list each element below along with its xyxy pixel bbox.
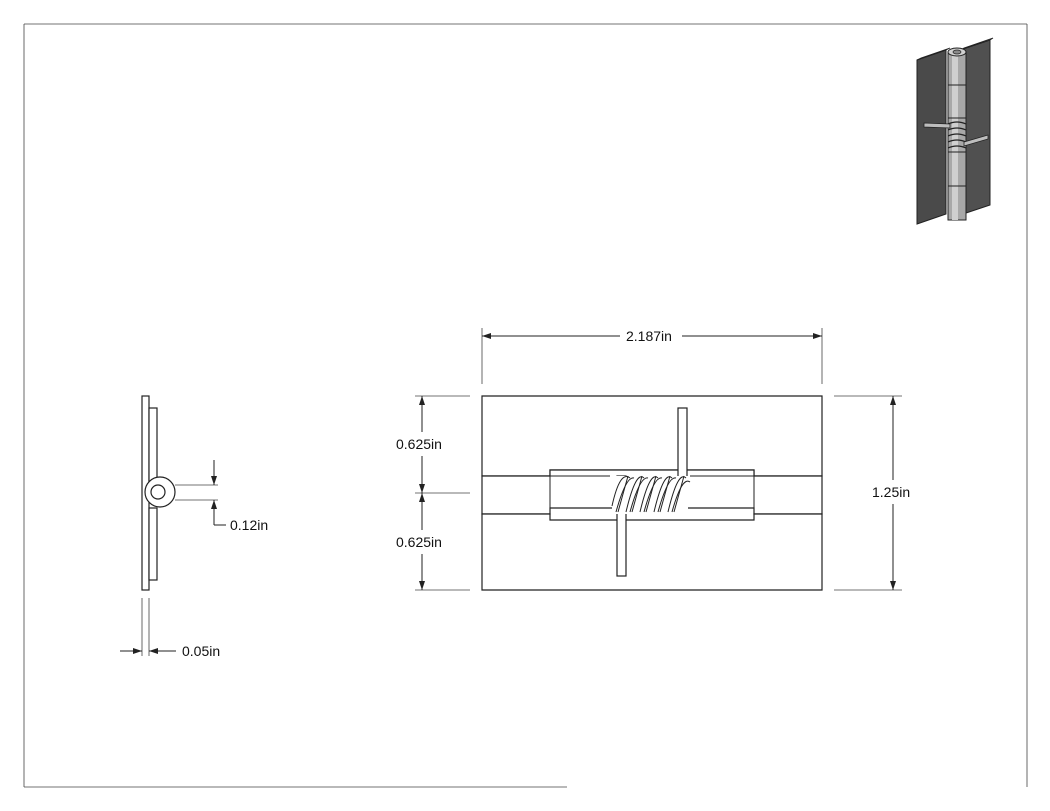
dim-lower-leaf: 0.625in xyxy=(396,534,442,550)
front-upper-leaf xyxy=(481,395,823,477)
front-lower-leaf xyxy=(481,513,823,591)
dim-upper-leaf: 0.625in xyxy=(396,436,442,452)
iso-spring xyxy=(947,121,967,149)
side-leaf-inner-top xyxy=(148,407,158,483)
side-knuckle-pin xyxy=(150,484,166,500)
iso-spring-arm-right xyxy=(963,134,989,147)
iso-left-leaf xyxy=(916,49,947,225)
side-leaf-inner-bottom xyxy=(148,507,158,581)
front-spring xyxy=(611,475,691,514)
side-view: 0.12in 0.05in xyxy=(120,395,268,659)
sheet-border xyxy=(23,23,1028,788)
dim-overall-width: 2.187in xyxy=(626,328,672,344)
isometric-view xyxy=(916,37,994,225)
dim-pin-diameter: 0.12in xyxy=(230,517,268,533)
dim-overall-height: 1.25in xyxy=(872,484,910,500)
iso-spring-arm-left xyxy=(923,122,951,129)
dim-leaf-thickness: 0.05in xyxy=(182,643,220,659)
front-view: 2.187in 1.25in 0.625in 0.625in xyxy=(396,328,910,591)
